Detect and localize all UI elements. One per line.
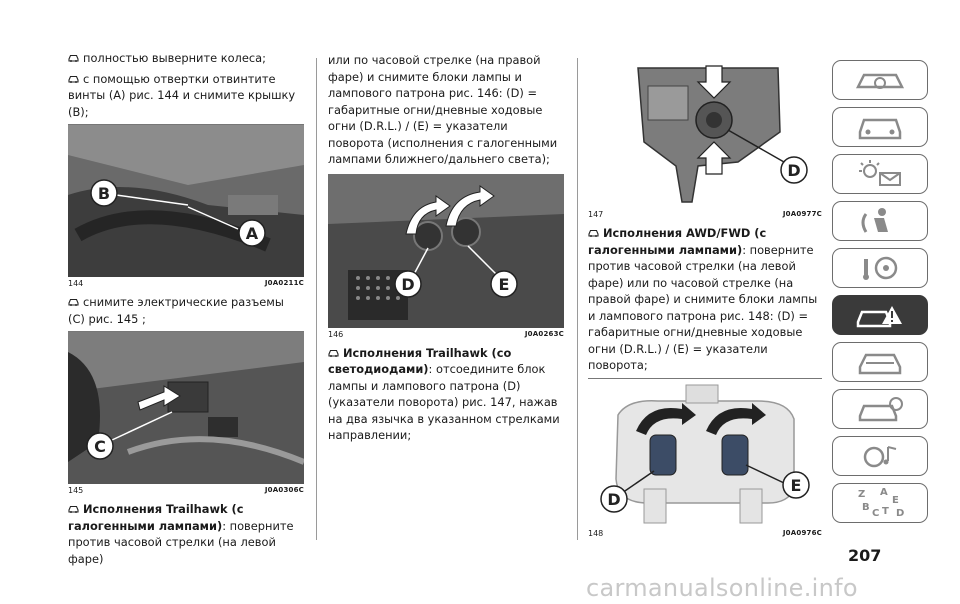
figure-147-illustration: D [588,62,822,208]
tab-service[interactable] [832,342,928,382]
figure-code: J0A0263C [524,329,564,338]
bullet-car-icon [588,227,599,238]
tab-car-front[interactable] [832,107,928,147]
figure-caption: 147 J0A0977C [588,210,822,219]
tab-multimedia[interactable] [832,436,928,476]
section-heading: Исполнения AWD/FWD (с галогенными лампам… [588,226,767,257]
figure-144-photo: B A [68,125,304,277]
car-dashboard-icon [855,73,905,89]
figure-caption: 146 J0A0263C [328,330,564,339]
figure-code: J0A0977C [782,210,822,218]
tab-emergency[interactable] [832,295,928,335]
warning-light-icon [859,160,901,186]
figure-number: 146 [328,329,344,339]
tab-driving[interactable] [832,248,928,288]
bullet-car-icon [328,347,339,358]
tab-dashboard[interactable] [832,60,928,100]
callout-c: C [94,437,106,456]
figure-code: J0A0211C [264,279,304,287]
callout-a: A [246,224,259,243]
svg-text:A: A [880,487,888,498]
svg-text:E: E [892,495,899,506]
figure-146-photo: D E [328,173,564,328]
watermark: carmanualsonline.info [586,574,858,602]
svg-text:T: T [882,506,889,517]
figure-caption: 145 J0A0306C [68,486,304,495]
figure-number: 144 [68,279,84,288]
column-divider [316,58,317,540]
chapter-tabs: Z A B C E D T [832,60,928,530]
bullet-item: снимите электрические разъемы (C) рис. 1… [68,295,284,326]
figure-code: J0A0306C [264,486,304,494]
callout-e: E [791,476,802,495]
callout-d: D [401,275,414,294]
bullet-car-icon [68,503,79,514]
figure-caption: 148 J0A0976C [588,529,822,538]
svg-text:D: D [896,508,904,519]
alphabet-index-icon: Z A B C E D T [858,487,904,519]
figure-code: J0A0976C [782,528,822,537]
tab-safety[interactable] [832,201,928,241]
bullet-car-icon [68,296,79,307]
bullet-car-icon [68,52,79,63]
bullet-item: Исполнения Trailhawk (с галогенными ламп… [68,502,294,566]
multimedia-icon [863,446,897,468]
section-heading: Исполнения Trailhawk (со светодиодами) [328,345,512,377]
bullet-item: Исполнения AWD/FWD (с галогенными лампам… [588,226,818,372]
callout-d: D [787,161,800,180]
car-front-icon [858,118,902,140]
figure-145-photo: C [68,332,304,484]
figure-number: 145 [68,486,84,495]
paragraph: или по часовой стрелке (на правой фаре) … [328,53,558,166]
bullet-item: полностью выверните колеса; [68,50,304,67]
bullet-item: Исполнения Trailhawk (со светодиодами): … [328,345,560,443]
bullet-car-icon [68,73,79,84]
column-divider [577,58,578,540]
column-2: или по часовой стрелке (на правой фаре) … [328,52,564,448]
steering-wheel-icon [863,256,898,280]
svg-text:Z: Z [858,489,865,500]
figure-number: 148 [588,528,604,538]
figure-148-illustration: D E [588,378,822,527]
figure-144: B A [68,124,304,277]
callout-b: B [98,184,110,203]
svg-text:B: B [862,502,870,513]
figure-caption: 144 J0A0211C [68,279,304,288]
svg-text:C: C [872,508,879,519]
figure-146: D E [328,173,564,328]
car-emergency-icon [856,306,902,328]
car-specs-icon [858,397,903,422]
column-1: полностью выверните колеса; с помощью от… [68,50,304,571]
figure-148: D E [588,377,822,527]
page-number: 207 [848,546,882,565]
figure-145: C [68,331,304,484]
figure-147: D [588,62,822,208]
callout-d: D [607,490,620,509]
bullet-item: с помощью отвертки отвинтите винты (A) р… [68,71,296,119]
column-3: D 147 J0A0977C Исполнения AWD/FWD (с гал… [588,62,822,544]
car-service-icon [858,353,902,375]
callout-e: E [499,275,510,294]
section-heading: Исполнения Trailhawk (с галогенными ламп… [68,502,244,533]
tab-specs[interactable] [832,389,928,429]
tab-index[interactable]: Z A B C E D T [832,483,928,523]
tab-warning-lights[interactable] [832,154,928,194]
figure-number: 147 [588,210,604,219]
airbag-seat-icon [861,208,888,233]
